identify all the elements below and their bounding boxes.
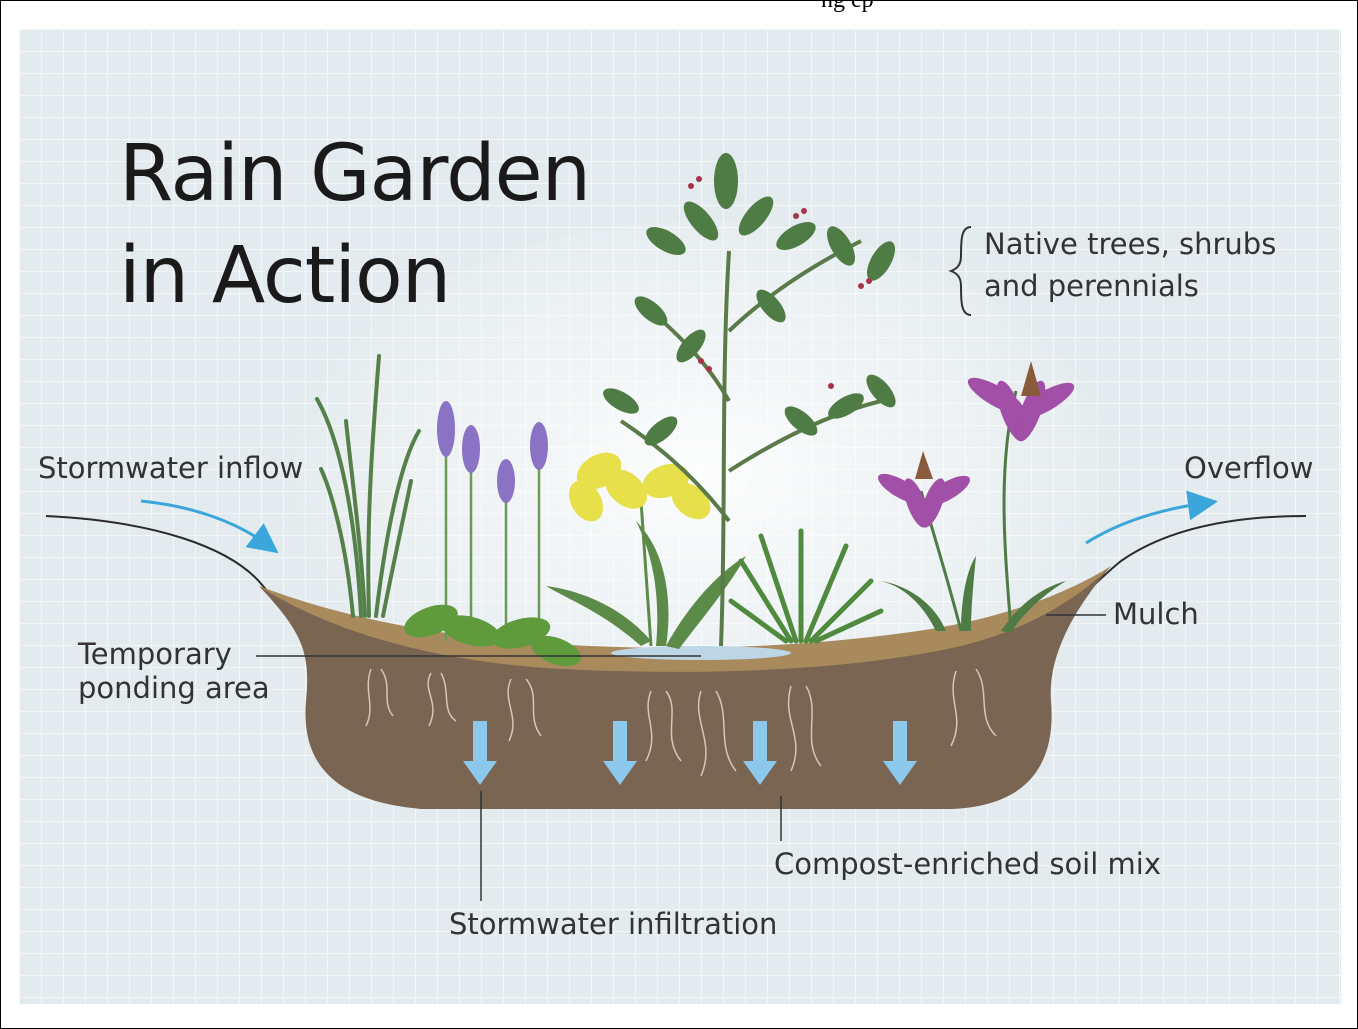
- native-plants-label-line2: and perennials: [984, 271, 1199, 303]
- ponding-area-label-line1: Temporary: [78, 639, 232, 671]
- native-plants-label-line1: Native trees, shrubs: [984, 229, 1276, 261]
- diagram-title-line1: Rain Garden: [119, 129, 590, 219]
- ponding-water: [611, 646, 791, 660]
- ponding-area-label-line2: ponding area: [78, 673, 270, 705]
- infiltration-label: Stormwater infiltration: [449, 909, 777, 941]
- overflow-label: Overflow: [1184, 453, 1313, 485]
- mulch-label: Mulch: [1113, 599, 1199, 631]
- diagram-title-line2: in Action: [119, 231, 450, 321]
- stormwater-inflow-label: Stormwater inflow: [38, 453, 303, 485]
- inflow-arrow: [141, 501, 269, 546]
- compost-soil-label: Compost-enriched soil mix: [774, 849, 1161, 881]
